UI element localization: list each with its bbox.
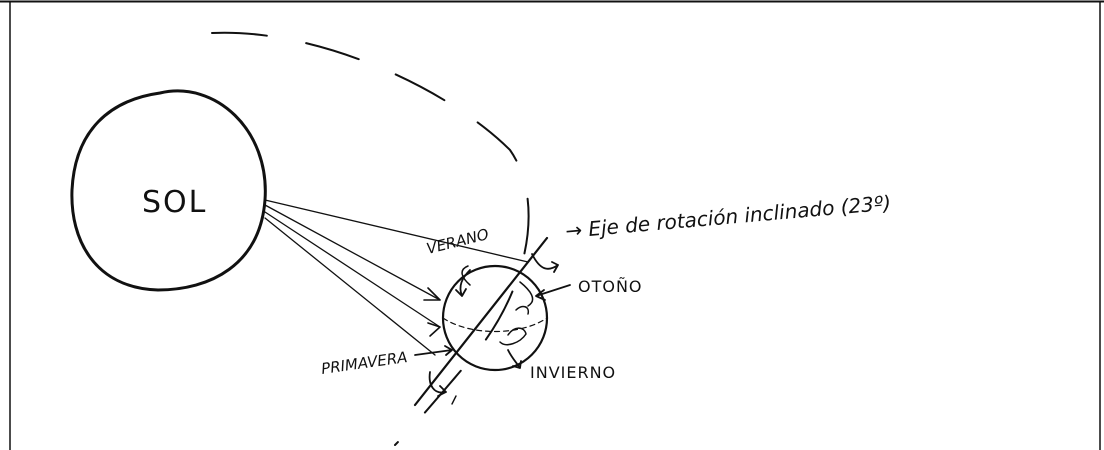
sun-circle [70,89,267,292]
arrow-primavera-icon [414,345,453,356]
earth-circle [441,264,549,372]
axis-note: → Eje de rotación inclinado (23º) [564,191,892,243]
label-verano: VERANO [425,225,491,258]
earth-continents [461,265,534,346]
arrow-otono-icon [535,284,571,301]
spin-tick [451,395,457,405]
spin-arrow-top-icon [531,253,559,273]
label-invierno: INVIERNO [530,363,616,382]
ray-arrow-icons [423,287,441,337]
label-otono: OTOÑO [578,277,643,296]
arrow-verano-icon [455,269,471,297]
sun-label: SOL [142,185,207,220]
sun-rays [264,199,529,356]
spin-arrow-bottom-icon [428,371,447,397]
rotation-axis [413,236,549,407]
label-primavera: PRIMAVERA [320,348,408,378]
earth-equator [442,317,548,332]
arrow-invierno-icon [507,349,522,369]
